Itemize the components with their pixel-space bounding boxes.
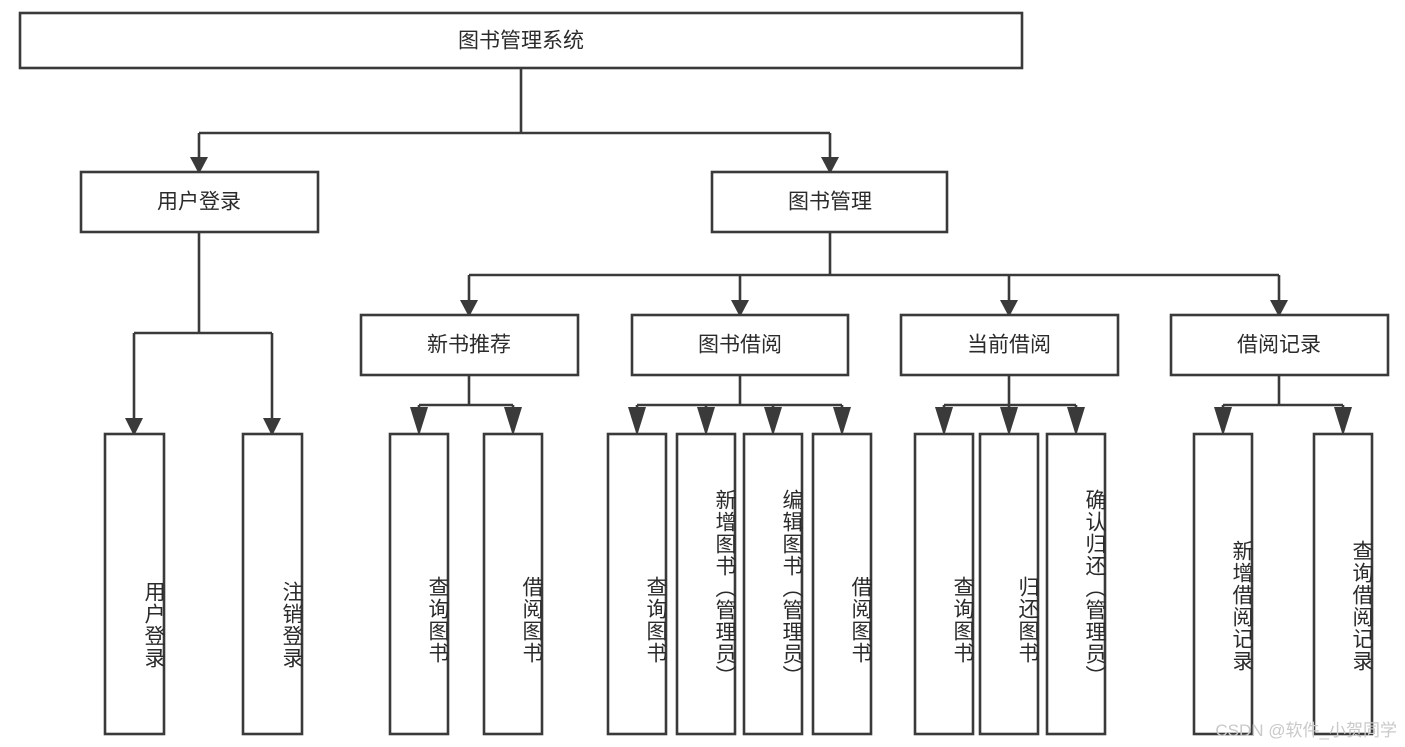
connector-group-new-book — [410, 375, 522, 436]
arrowhead-borrow-record — [1270, 300, 1288, 317]
node-book-management[interactable]: 图书管理 — [710, 170, 949, 234]
node-borrow-record-label: 借阅记录 — [1237, 334, 1321, 357]
arrowhead-new-book — [460, 300, 478, 317]
leaf-box-br-query-record[interactable] — [1312, 432, 1374, 736]
leaf-box-bb-borrow-book[interactable] — [811, 432, 873, 736]
node-root-label: 图书管理系统 — [458, 30, 584, 53]
leaf-box-cb-return-book[interactable] — [978, 432, 1040, 736]
leaf-box-user-login[interactable] — [103, 432, 166, 736]
arrowhead-leaf-logout — [263, 418, 281, 436]
connector-group-borrow-record — [1214, 375, 1352, 436]
node-book-management-box[interactable] — [710, 170, 949, 234]
arrowhead-bb-leaf-4 — [833, 407, 851, 436]
node-new-book-recommend[interactable]: 新书推荐 — [359, 313, 580, 377]
arrowhead-br-leaf-1 — [1214, 407, 1232, 436]
node-current-borrow-label: 当前借阅 — [967, 334, 1051, 357]
arrowhead-bb-leaf-2 — [697, 407, 715, 436]
node-user-login-box[interactable] — [79, 170, 320, 234]
leaf-box-bb-edit-book[interactable] — [742, 432, 804, 736]
arrowhead-user-login — [190, 157, 208, 174]
arrowhead-current-borrow — [1000, 300, 1018, 317]
arrowhead-cb-leaf-2 — [1000, 407, 1018, 436]
leaf-box-br-add-record[interactable] — [1192, 432, 1254, 736]
node-new-book-recommend-box[interactable] — [359, 313, 580, 377]
node-book-management-label: 图书管理 — [788, 191, 872, 214]
connector-group-current-borrow — [935, 375, 1085, 436]
node-current-borrow-box[interactable] — [899, 313, 1120, 377]
leaf-boxes — [103, 432, 1374, 736]
node-borrow-record[interactable]: 借阅记录 — [1169, 313, 1390, 377]
node-book-borrow[interactable]: 图书借阅 — [630, 313, 850, 377]
arrowhead-book-borrow — [731, 300, 749, 317]
node-root-box[interactable] — [18, 11, 1024, 70]
node-root[interactable]: 图书管理系统 — [18, 11, 1024, 70]
node-book-borrow-box[interactable] — [630, 313, 850, 377]
leaf-box-nb-borrow-book[interactable] — [482, 432, 544, 736]
arrowhead-br-leaf-2 — [1334, 407, 1352, 436]
node-new-book-recommend-label: 新书推荐 — [427, 334, 511, 357]
node-current-borrow[interactable]: 当前借阅 — [899, 313, 1120, 377]
arrowhead-leaf-user-login — [125, 418, 143, 436]
node-user-login[interactable]: 用户登录 — [79, 170, 320, 234]
arrowhead-cb-leaf-3 — [1067, 407, 1085, 436]
arrowhead-cb-leaf-1 — [935, 407, 953, 436]
leaf-box-nb-query-book[interactable] — [388, 432, 450, 736]
arrowhead-nb-leaf-2 — [504, 407, 522, 436]
arrowhead-book-mgmt — [821, 157, 839, 174]
connector-group-book-mgmt — [460, 232, 1288, 317]
arrowhead-bb-leaf-1 — [628, 407, 646, 436]
watermark-text: CSDN @软件_小贺同学 — [1215, 721, 1397, 740]
node-book-borrow-label: 图书借阅 — [698, 334, 782, 357]
connector-group-book-borrow — [628, 375, 851, 436]
leaf-box-bb-query-book[interactable] — [606, 432, 668, 736]
node-user-login-label: 用户登录 — [157, 191, 241, 214]
arrowhead-bb-leaf-3 — [764, 407, 782, 436]
leaf-box-cb-confirm-return[interactable] — [1045, 432, 1107, 736]
node-borrow-record-box[interactable] — [1169, 313, 1390, 377]
leaf-box-bb-add-book[interactable] — [675, 432, 737, 736]
arrowhead-nb-leaf-1 — [410, 407, 428, 436]
leaf-box-logout[interactable] — [241, 432, 304, 736]
connector-group-user-login — [125, 232, 281, 436]
connector-group-root — [190, 68, 839, 174]
leaf-box-cb-query-book[interactable] — [913, 432, 975, 736]
